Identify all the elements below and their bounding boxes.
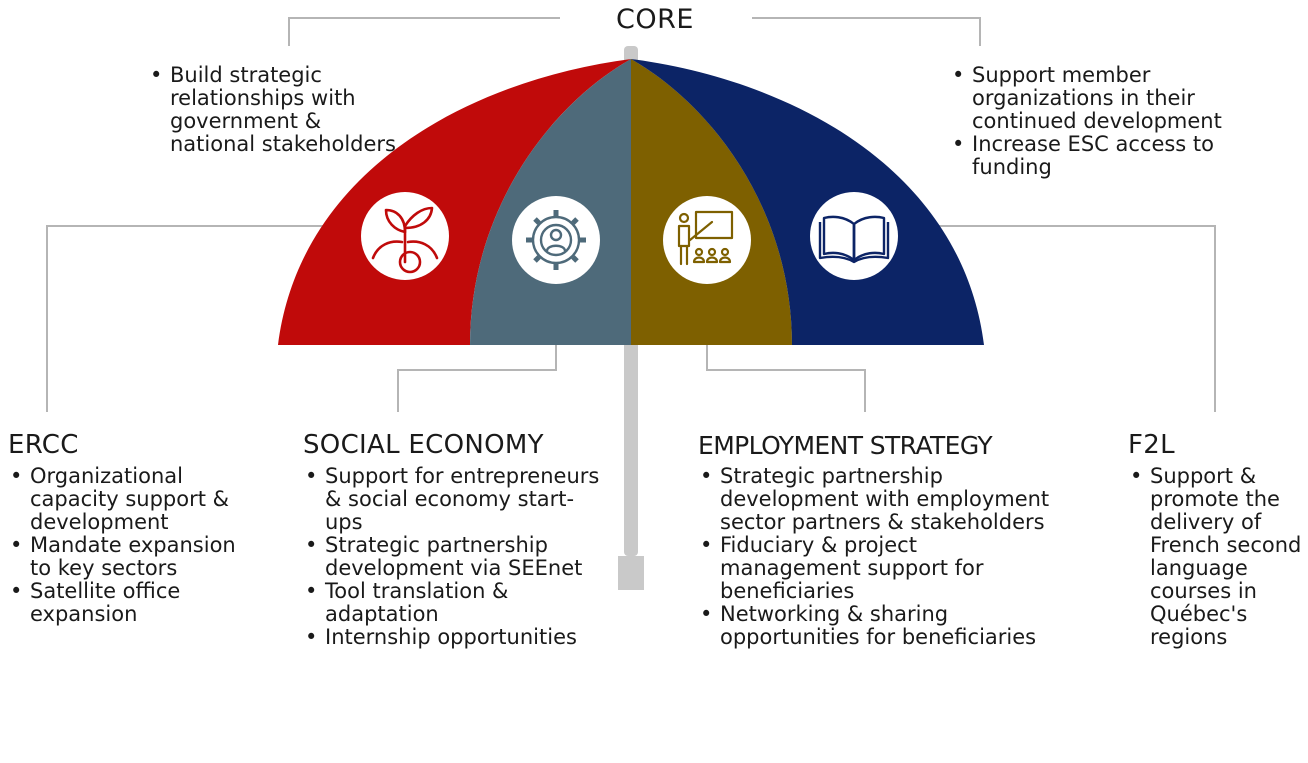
core-title: CORE [560, 4, 750, 35]
core-connector-right [752, 17, 981, 46]
section-title-social-economy: SOCIAL ECONOMY [303, 430, 544, 460]
ercc-section: ERCC Organizational capacity support & d… [8, 430, 248, 626]
core-right-block: Support member organizations in their co… [950, 64, 1250, 179]
social-economy-section: SOCIAL ECONOMY Support for entrepreneurs… [303, 430, 603, 650]
list-item: Mandate expansion to key sectors [8, 534, 248, 580]
ercc-badge [361, 192, 449, 280]
seedling-icon [371, 206, 439, 274]
social-economy-badge [512, 196, 600, 284]
core-left-block: Build strategic relationships with gover… [148, 64, 408, 156]
list-item: Support for entrepreneurs & social econo… [303, 465, 603, 534]
list-item: Satellite office expansion [8, 580, 248, 626]
open-book-icon [818, 215, 890, 264]
social-economy-list: Support for entrepreneurs & social econo… [303, 465, 603, 650]
employment-strategy-section: EMPLOYMENT STRATEGY Strategic partnershi… [698, 431, 1058, 649]
list-item: Internship opportunities [303, 626, 603, 650]
list-item: Fiduciary & project management support f… [698, 534, 1058, 603]
ercc-list: Organizational capacity support & develo… [8, 465, 248, 626]
list-item: Organizational capacity support & develo… [8, 465, 248, 534]
list-item: Strategic partnership development via SE… [303, 534, 603, 580]
f2l-section: F2L Support & promote the delivery of Fr… [1128, 430, 1308, 649]
employment-strategy-badge [663, 196, 751, 284]
section-title-f2l: F2L [1128, 430, 1175, 460]
list-item: Increase ESC access to funding [950, 133, 1250, 179]
core-right-list: Support member organizations in their co… [950, 64, 1250, 179]
core-connector-left [288, 17, 560, 46]
gear-person-icon [526, 210, 586, 270]
ercc-connector [46, 225, 362, 412]
f2l-connector [910, 225, 1216, 412]
section-title-ercc: ERCC [8, 430, 79, 460]
presentation-board-icon [677, 210, 734, 266]
umbrella-handle [618, 556, 644, 590]
f2l-list: Support & promote the delivery of French… [1128, 465, 1308, 649]
list-item: Build strategic relationships with gover… [148, 64, 408, 156]
f2l-badge [810, 192, 898, 280]
list-item: Support & promote the delivery of French… [1128, 465, 1308, 649]
employment-strategy-list: Strategic partnership development with e… [698, 465, 1058, 649]
section-title-employment-strategy: EMPLOYMENT STRATEGY [698, 431, 993, 460]
ercc-panel [278, 59, 631, 345]
f2l-panel [631, 59, 984, 345]
list-item: Strategic partnership development with e… [698, 465, 1058, 534]
list-item: Networking & sharing opportunities for b… [698, 603, 1058, 649]
core-left-list: Build strategic relationships with gover… [148, 64, 408, 156]
list-item: Support member organizations in their co… [950, 64, 1250, 133]
list-item: Tool translation & adaptation [303, 580, 603, 626]
